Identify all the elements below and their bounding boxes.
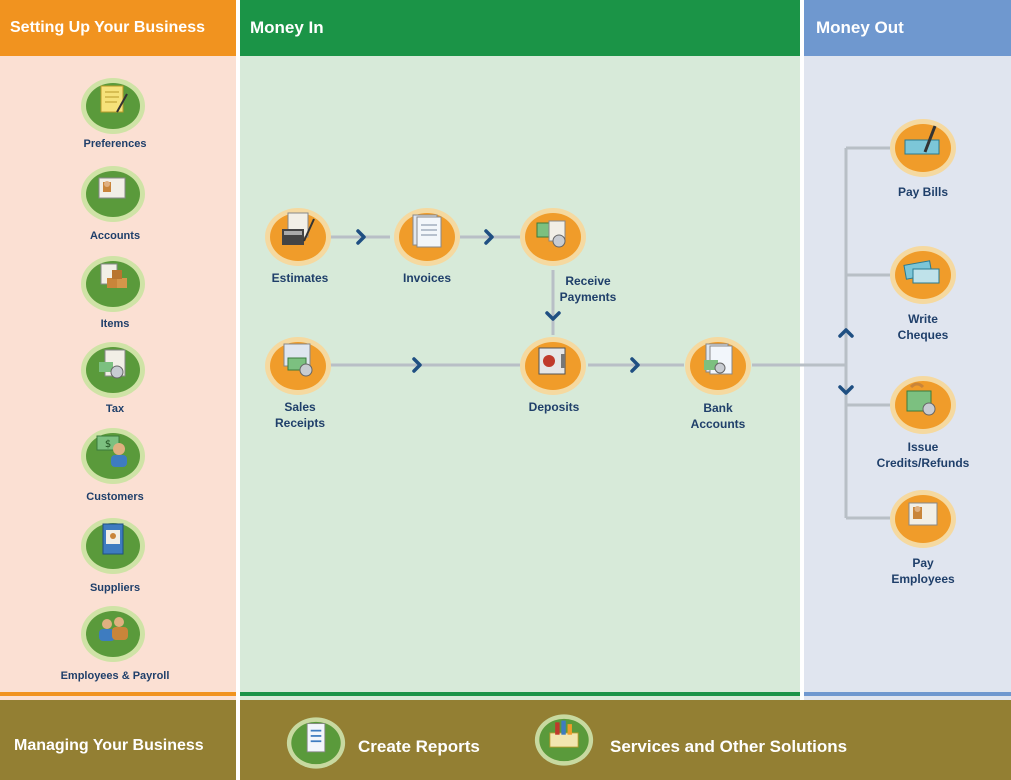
preferences-icon[interactable] bbox=[79, 72, 147, 140]
managing-business-label: Managing Your Business bbox=[14, 737, 204, 754]
arrow-estimates-invoices bbox=[356, 229, 366, 245]
footer-right bbox=[240, 700, 1011, 780]
pay-bills-label: Pay Bills bbox=[897, 185, 949, 199]
bank-accounts-label: Bank Accounts bbox=[690, 401, 746, 431]
arrow-receive-deposits bbox=[545, 311, 561, 321]
flow-lines bbox=[330, 146, 890, 520]
invoices-label: Invoices bbox=[402, 271, 452, 285]
money-in-header: Money In bbox=[240, 0, 800, 56]
deposits-icon[interactable] bbox=[519, 332, 587, 400]
money-out-divider bbox=[804, 692, 1011, 696]
items-icon[interactable] bbox=[79, 250, 147, 318]
customers-label: Customers bbox=[86, 491, 144, 503]
setup-header: Setting Up Your Business bbox=[0, 0, 236, 56]
create-reports-icon[interactable] bbox=[286, 713, 346, 773]
services-label[interactable]: Services and Other Solutions bbox=[610, 737, 848, 756]
estimates-icon[interactable] bbox=[264, 203, 332, 271]
sales-receipts-label: Sales Receipts bbox=[274, 400, 326, 430]
tax-icon[interactable] bbox=[79, 336, 147, 404]
employees-payroll-label: Employees & Payroll bbox=[60, 670, 170, 682]
money-out-header: Money Out bbox=[804, 0, 1011, 56]
accounts-icon[interactable] bbox=[79, 160, 147, 228]
estimates-label: Estimates bbox=[271, 271, 329, 285]
tax-label: Tax bbox=[105, 403, 125, 415]
arrow-deposits-bank bbox=[630, 357, 640, 373]
arrow-invoices-receive bbox=[484, 229, 494, 245]
footer-left bbox=[0, 700, 236, 780]
preferences-label: Preferences bbox=[83, 138, 147, 150]
issue-credits-icon[interactable] bbox=[889, 371, 957, 439]
money-out-panel bbox=[804, 0, 1011, 700]
create-reports-label[interactable]: Create Reports bbox=[358, 737, 480, 756]
sales-receipts-icon[interactable] bbox=[264, 332, 332, 400]
services-icon[interactable] bbox=[534, 710, 594, 770]
arrow-down bbox=[838, 385, 854, 395]
pay-bills-icon[interactable] bbox=[889, 114, 957, 182]
items-label: Items bbox=[100, 318, 130, 330]
money-in-divider bbox=[240, 692, 800, 696]
arrow-sales-deposits bbox=[412, 357, 422, 373]
accounts-label: Accounts bbox=[89, 230, 141, 242]
svg-text:$: $ bbox=[105, 439, 111, 450]
write-cheques-label: Write Cheques bbox=[897, 312, 949, 342]
suppliers-label: Suppliers bbox=[89, 582, 141, 594]
issue-credits-label: Issue Credits/Refunds bbox=[876, 440, 970, 470]
customers-icon[interactable]: $ bbox=[79, 422, 147, 490]
pay-employees-icon[interactable] bbox=[889, 485, 957, 553]
pay-employees-label: Pay Employees bbox=[891, 556, 955, 586]
employees-icon[interactable] bbox=[79, 600, 147, 668]
bank-accounts-icon[interactable] bbox=[684, 332, 752, 400]
write-cheques-icon[interactable] bbox=[889, 241, 957, 309]
arrow-up bbox=[838, 328, 854, 338]
setup-divider bbox=[0, 692, 236, 696]
suppliers-icon[interactable] bbox=[79, 512, 147, 580]
deposits-label: Deposits bbox=[528, 400, 580, 414]
receive-payments-label: Receive Payments bbox=[559, 274, 617, 304]
invoices-icon[interactable] bbox=[393, 203, 461, 271]
receive-payments-icon[interactable] bbox=[519, 203, 587, 271]
